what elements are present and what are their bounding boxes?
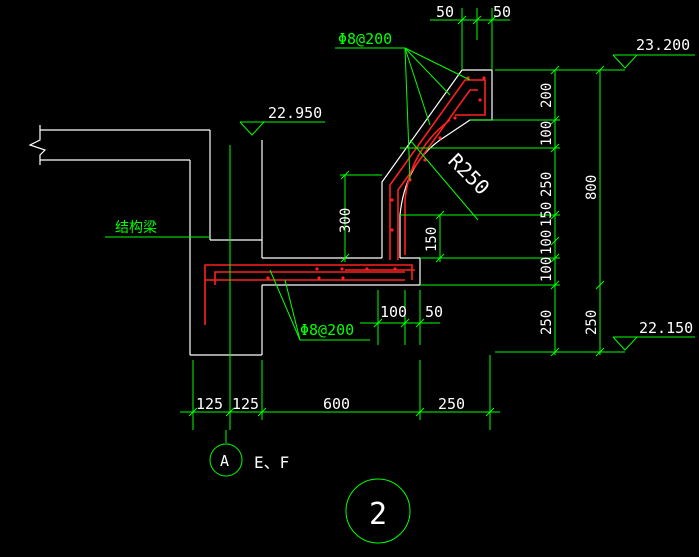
axis-bubble-letter: A — [220, 452, 229, 470]
elevation-bottom: 22.150 — [639, 319, 693, 337]
dim-bottom-125-b: 125 — [232, 395, 259, 413]
dim-right-150: 150 — [539, 202, 555, 227]
dim-right-250-a: 250 — [539, 172, 555, 197]
dim-mid-vertical-300: 300 — [338, 208, 354, 233]
dim-bottom-600: 600 — [323, 395, 350, 413]
dim-top-right: 50 — [493, 3, 511, 21]
dim-top-left: 50 — [436, 3, 454, 21]
dim-right-200: 200 — [539, 83, 555, 108]
dim-mid-vertical-150: 150 — [424, 227, 440, 252]
axis-note: E、F — [254, 453, 289, 472]
dim-mid-horizontal-100: 100 — [380, 303, 407, 321]
detail-number-circle — [345, 478, 411, 544]
radius-label: R250 — [443, 149, 494, 200]
rebar-layout — [204, 79, 486, 325]
dim-bottom-125-a: 125 — [196, 395, 223, 413]
dim-bottom-250: 250 — [438, 395, 465, 413]
dim-right-250-outer: 250 — [584, 310, 600, 335]
dimension-lines — [105, 8, 695, 443]
dim-mid-horizontal-50: 50 — [425, 303, 443, 321]
dim-right-800: 800 — [584, 175, 600, 200]
detail-number: 2 — [369, 497, 387, 532]
dim-right-100-a: 100 — [539, 121, 555, 146]
beam-label: 结构梁 — [115, 220, 157, 236]
axis-bubble-circle — [209, 443, 243, 477]
rebar-label-top: Φ8@200 — [338, 30, 392, 48]
dim-right-250-b: 250 — [539, 310, 555, 335]
elevation-left: 22.950 — [268, 104, 322, 122]
concrete-outline — [28, 69, 493, 356]
dim-right-100-b: 100 — [539, 230, 555, 255]
rebar-label-bottom: Φ8@200 — [300, 321, 354, 339]
elevation-top: 23.200 — [636, 36, 690, 54]
dim-right-100-c: 100 — [539, 257, 555, 282]
